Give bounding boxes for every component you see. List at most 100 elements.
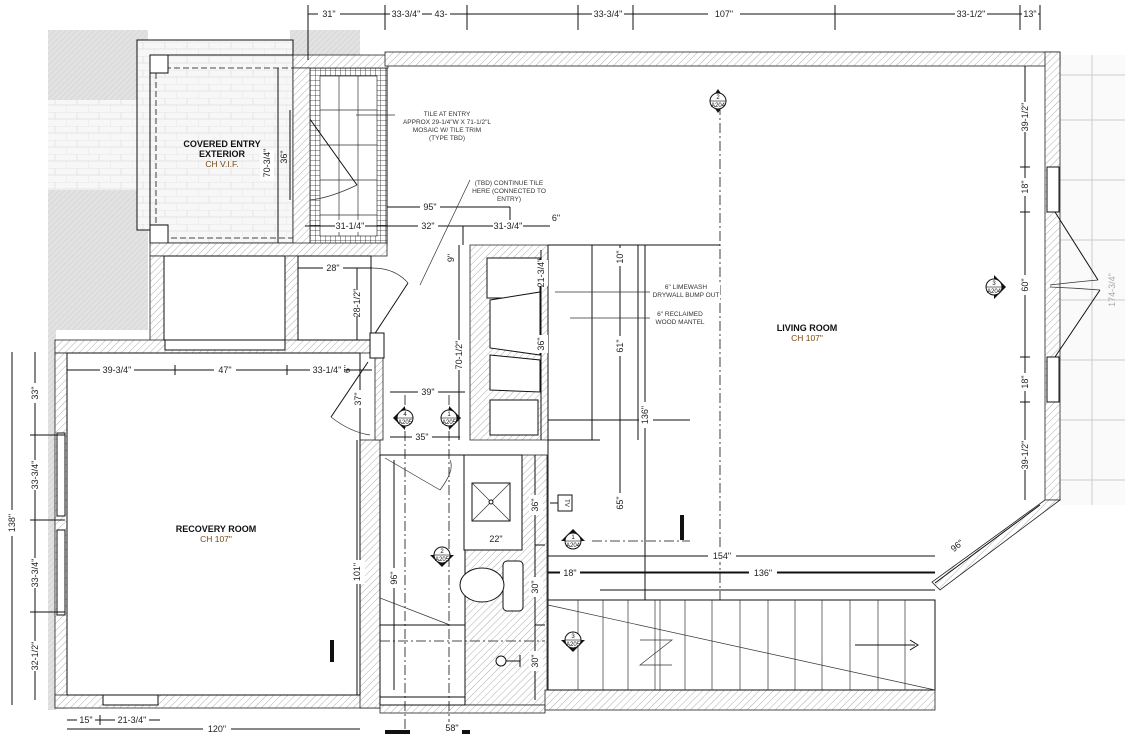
plan-label: 10" — [615, 250, 625, 263]
plan-label: 2 — [716, 95, 720, 101]
toilet-icon — [459, 560, 524, 612]
plan-label: 9" — [446, 254, 456, 262]
plan-label: 6" LIMEWASH — [665, 284, 707, 291]
plan-label: 96" — [389, 571, 399, 584]
plan-label: 22" — [489, 534, 502, 544]
covered-entry — [136, 39, 294, 244]
plan-label: 32" — [421, 221, 434, 231]
plan-label: 32-1/2" — [30, 642, 40, 671]
plan-label: APPROX 29-1/4"W X 71-1/2"L — [403, 119, 491, 126]
plan-label: 28-1/2" — [352, 289, 362, 318]
room-name: RECOVERY ROOM — [176, 524, 257, 534]
plan-label: 6" — [342, 365, 352, 373]
plan-label: 3 — [571, 634, 575, 640]
plan-label: ENTRY) — [497, 196, 521, 203]
plan-label: A204 — [987, 289, 1002, 295]
plan-label: 39-1/2" — [1020, 103, 1030, 132]
plan-label: WOOD MANTEL — [655, 319, 704, 326]
plan-label: 2 — [440, 549, 444, 555]
plan-label: 30" — [530, 580, 540, 593]
plan-label: 70-1/2" — [454, 341, 464, 370]
ceiling-height: CH 107" — [200, 534, 232, 544]
recovery-door[interactable] — [330, 361, 371, 436]
plan-label: 95" — [423, 202, 436, 212]
plan-label: 6" — [552, 213, 560, 223]
recovery-dimensions: 39-3/4" 47" 33-1/4" 33" 33-3/4" 33-3/4" … — [5, 364, 365, 735]
plan-label: (TYPE TBD) — [429, 135, 465, 142]
plan-label: 60" — [1020, 278, 1030, 291]
living-dimensions: 10" 61" 136" 65" 154" 18" 136" 96" 39-1/… — [560, 102, 1117, 579]
room-label-living: LIVING ROOM CH 107" — [777, 323, 838, 343]
stairs — [547, 599, 936, 691]
plan-label: 39" — [421, 387, 434, 397]
plan-label: 21-3/4" — [536, 259, 546, 288]
plan-label: 58" — [445, 723, 458, 733]
plan-label: 15" — [79, 715, 92, 725]
plan-label: TILE AT ENTRY — [424, 111, 471, 118]
fireplace — [486, 257, 541, 436]
plan-label: 4 — [403, 412, 407, 418]
room-label-covered-entry: COVERED ENTRY EXTERIOR CH V.I.F. — [183, 139, 260, 169]
dim-label: 33-1/2" — [957, 9, 986, 19]
room-name: COVERED ENTRY — [183, 139, 260, 149]
plan-label: 28" — [326, 263, 339, 273]
note-leaders — [356, 114, 650, 319]
room-name: LIVING ROOM — [777, 323, 838, 333]
plan-label: 101" — [352, 563, 362, 581]
plan-label: 36" — [279, 150, 289, 163]
ceiling-height: CH 107" — [791, 333, 823, 343]
patio-doors[interactable] — [1046, 166, 1101, 403]
plan-label: 35" — [415, 432, 428, 442]
plan-label: 33-1/4" — [313, 365, 342, 375]
plan-label: 6" RECLAIMED — [657, 311, 703, 318]
plan-label: 31-1/4" — [336, 221, 365, 231]
plan-label: A205 — [566, 642, 581, 648]
plan-label: 36" — [536, 337, 546, 350]
plan-label: 18" — [563, 568, 576, 578]
plan-label: 33" — [30, 386, 40, 399]
plan-label: 138" — [7, 514, 17, 532]
plan-label: DRYWALL BUMP OUT — [653, 292, 720, 299]
plan-label: 47" — [218, 365, 231, 375]
plan-label: 18" — [1020, 375, 1030, 388]
room-label-recovery: RECOVERY ROOM CH 107" — [176, 524, 257, 544]
plan-label: 31-3/4" — [494, 221, 523, 231]
plan-label: 33-3/4" — [30, 559, 40, 588]
dim-label: 43- — [434, 9, 447, 19]
sink-faucet-icon — [495, 655, 521, 667]
plan-label: (TBD) CONTINUE TILE — [475, 180, 544, 187]
plan-label: A205 — [398, 420, 413, 426]
plan-label: 1 — [571, 535, 575, 541]
note-continue-tile: (TBD) CONTINUE TILE HERE (CONNECTED TO E… — [472, 180, 546, 203]
plan-label: 136" — [754, 568, 772, 578]
ceiling-height: CH V.I.F. — [205, 159, 238, 169]
plan-label: A204 — [711, 103, 726, 109]
entry-door[interactable] — [301, 107, 358, 201]
note-mantel: 6" RECLAIMED WOOD MANTEL — [652, 309, 710, 327]
note-tile-entry: TILE AT ENTRY APPROX 29-1/4"W X 71-1/2"L… — [403, 111, 491, 142]
note-limewash: 6" LIMEWASH DRYWALL BUMP OUT — [652, 282, 720, 300]
dim-label: 33-3/4" — [392, 9, 421, 19]
plan-label: 21-3/4" — [118, 715, 147, 725]
plan-label: 30" — [530, 654, 540, 667]
plan-label: 37" — [353, 392, 363, 405]
dim-label: 33-3/4" — [594, 9, 623, 19]
plan-label: 70-3/4" — [262, 149, 272, 178]
room-name: EXTERIOR — [199, 149, 246, 159]
dimension-lines — [11, 5, 1041, 730]
dim-label: 13" — [1023, 9, 1036, 19]
plan-label: 39-3/4" — [103, 365, 132, 375]
plan-label: 61" — [615, 339, 625, 352]
plan-label: 36" — [530, 498, 540, 511]
entry-dimensions: 70-3/4" 36" 95" 31-1/4" 32" 31-3/4" 6" — [260, 149, 560, 232]
plan-label: A205 — [435, 557, 450, 563]
hall-door[interactable] — [371, 267, 409, 339]
dim-label: 31" — [322, 9, 335, 19]
